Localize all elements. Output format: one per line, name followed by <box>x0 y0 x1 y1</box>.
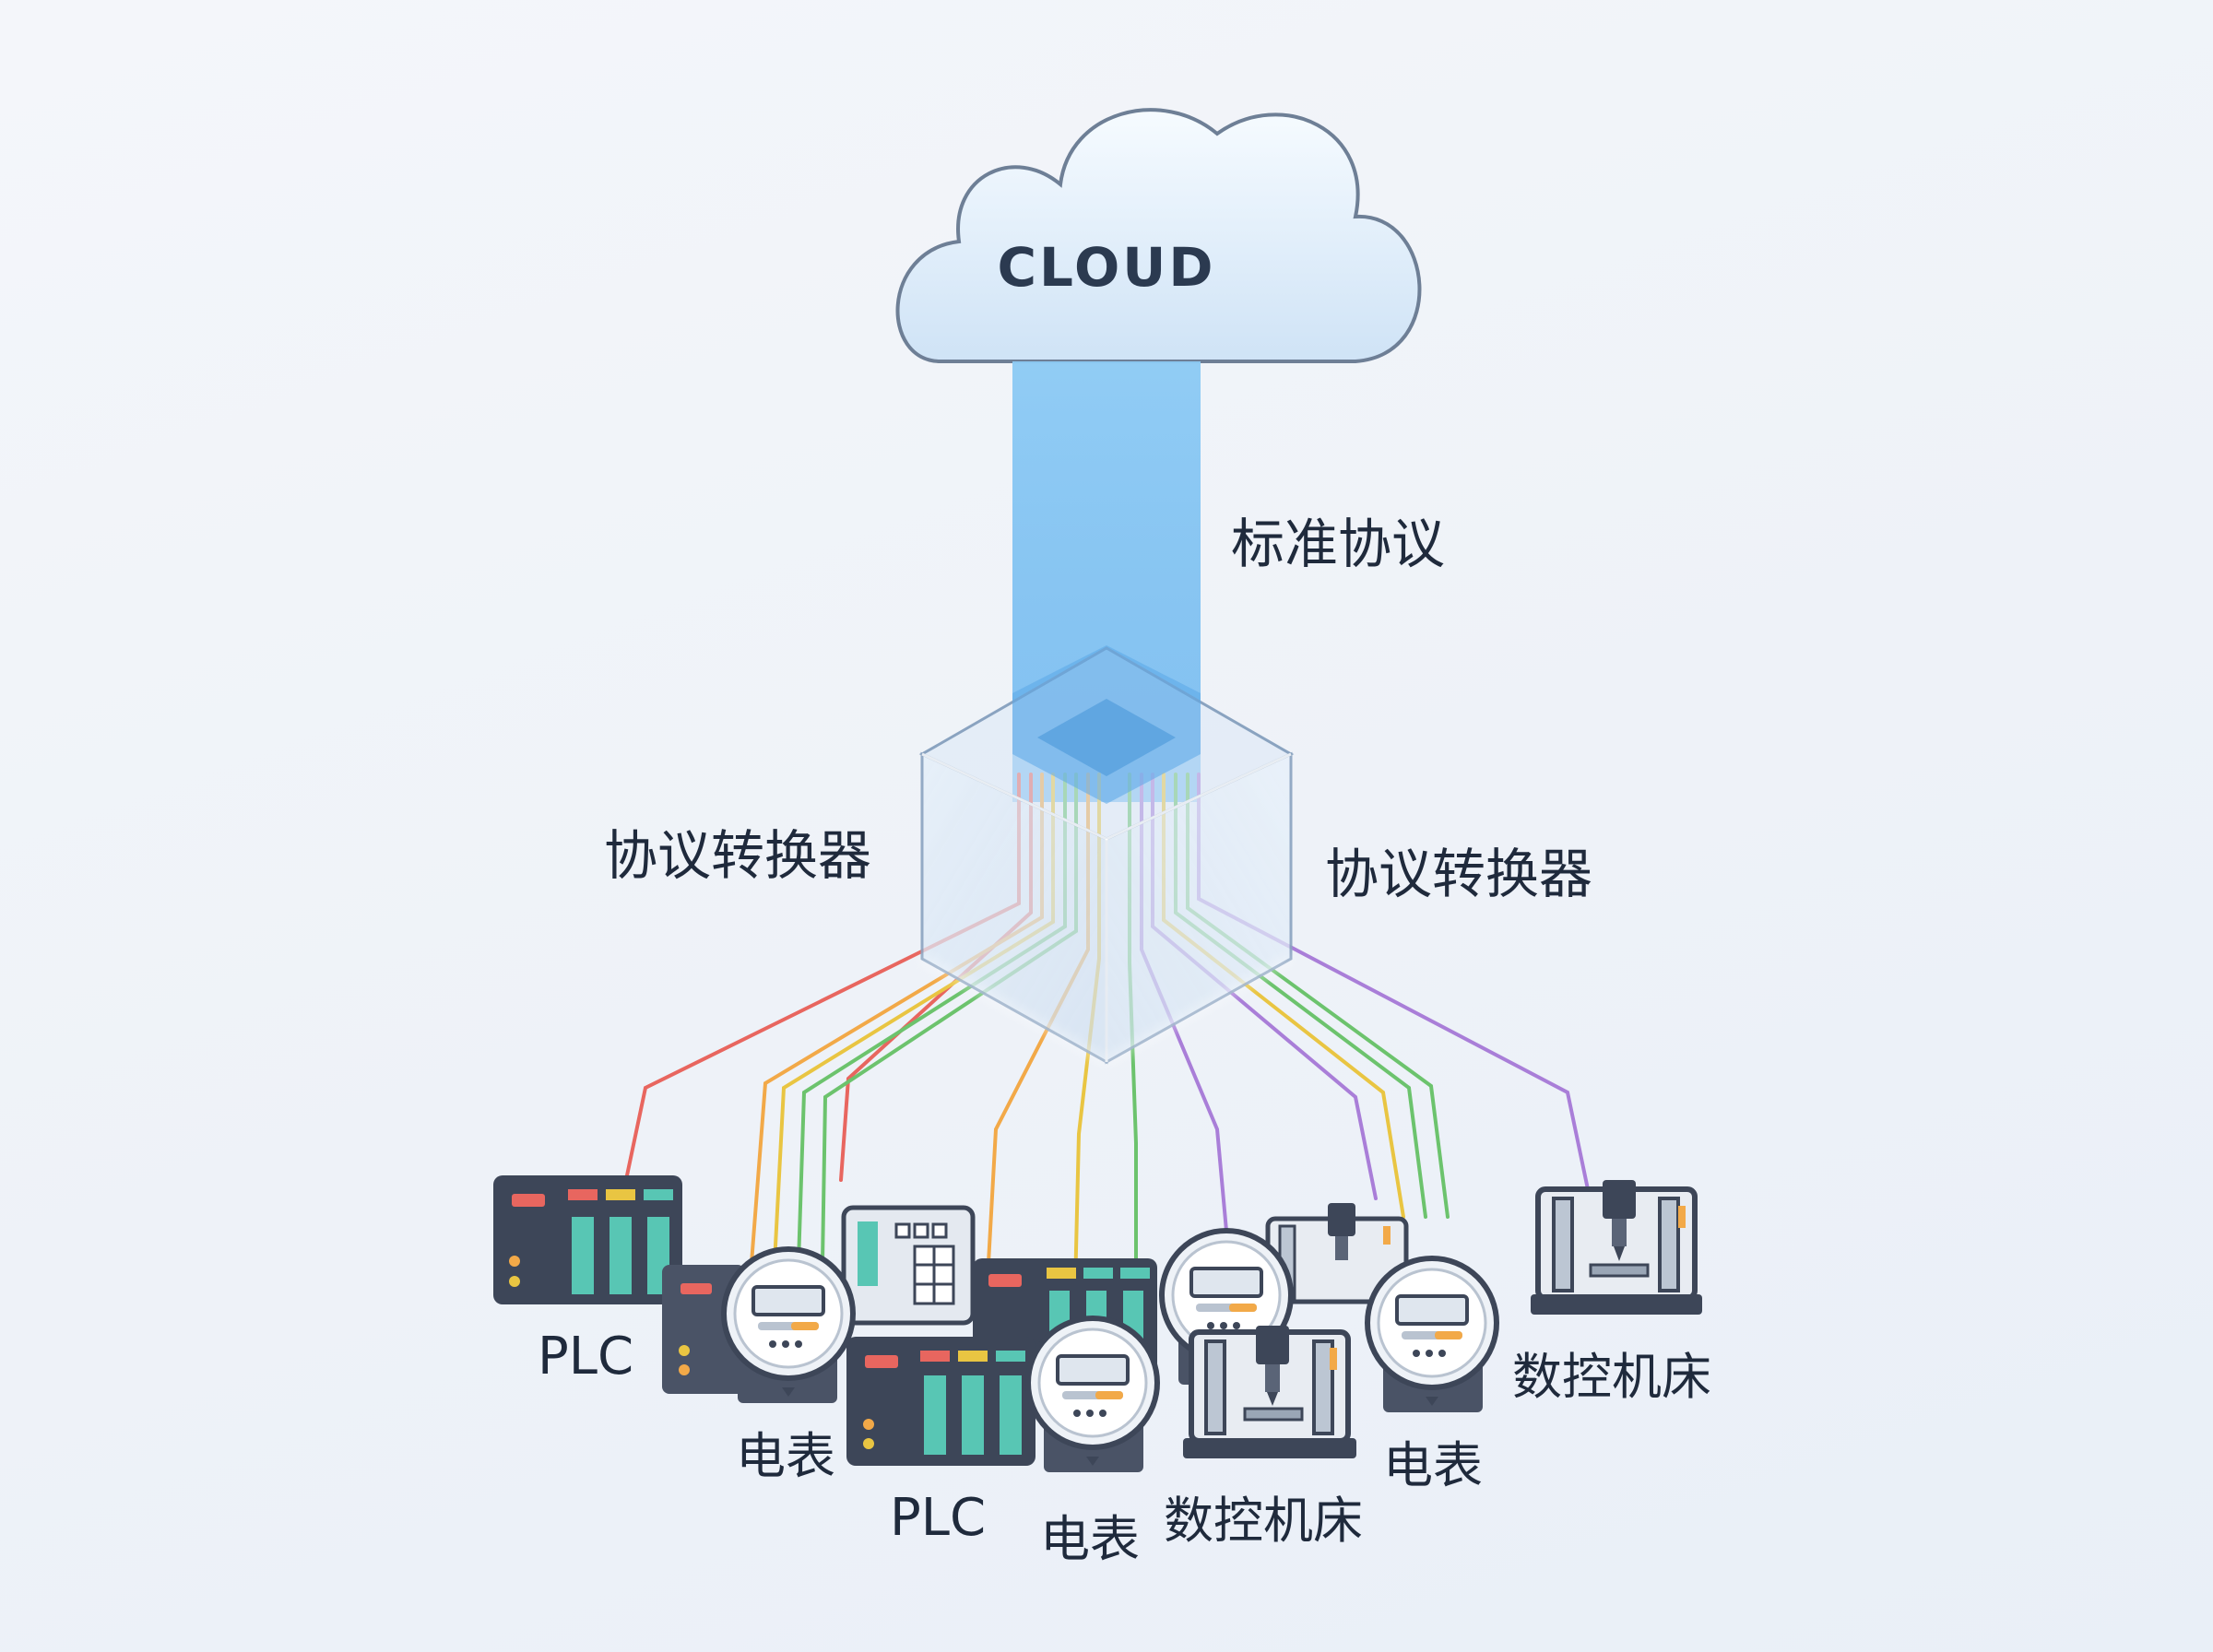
meter-center: 电表 <box>1025 1316 1160 1568</box>
cnc-machine-back <box>1265 1203 1409 1304</box>
converter-label-left: 协议转换器 <box>604 824 871 887</box>
cnc-machine-center: 数控机床 <box>1164 1326 1363 1550</box>
cloud-label: CLOUD <box>997 236 1215 299</box>
cnc-right-label: 数控机床 <box>1512 1348 1711 1406</box>
control-panel <box>841 1205 976 1326</box>
cloud: CLOUD <box>895 108 1422 363</box>
cnc-center-label: 数控机床 <box>1164 1492 1363 1550</box>
meter-right-label: 电表 <box>1383 1436 1483 1494</box>
plc-center: PLC <box>846 1337 1035 1548</box>
meter-right: 电表 <box>1365 1256 1499 1494</box>
cnc-machine-right <box>1531 1180 1702 1315</box>
plc-left-label: PLC <box>538 1327 633 1386</box>
meter-center-label: 电表 <box>1040 1510 1140 1568</box>
meter-left: 电表 <box>721 1246 856 1485</box>
beam-label: 标准协议 <box>1231 513 1445 575</box>
plc-left: PLC <box>493 1175 682 1386</box>
protocol-converter-cube: 协议转换器 协议转换器 <box>604 645 1592 1065</box>
meter-left-label: 电表 <box>736 1427 835 1485</box>
plc-center-label: PLC <box>890 1488 986 1548</box>
converter-label-right: 协议转换器 <box>1325 843 1592 905</box>
